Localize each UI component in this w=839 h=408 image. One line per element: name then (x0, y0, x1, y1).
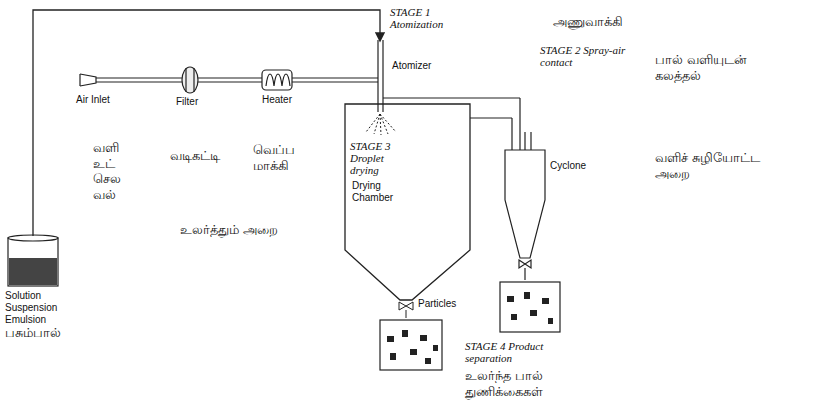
part-name: Heater (262, 94, 292, 106)
cyclone (505, 132, 545, 280)
tamil-label: அணுவாக்கி (553, 14, 623, 30)
part-name: Solution Suspension Emulsion (5, 290, 67, 326)
stage-label: STAGE 3 Droplet drying (350, 140, 410, 176)
part-name: Particles (418, 298, 456, 310)
part-name: Atomizer (392, 60, 431, 72)
heater-symbol (262, 70, 292, 90)
part-name: Cyclone (550, 160, 586, 172)
tamil-label: வளிச் சுழியோட்ட அறை (655, 150, 765, 181)
duct (383, 98, 520, 150)
stage-label: STAGE 1 Atomization (390, 6, 462, 30)
stage-label: STAGE 2 Spray-air contact (540, 44, 630, 68)
tamil-label: பால் வளியுடன் கலத்தல் (655, 52, 765, 83)
air-line (80, 67, 378, 93)
tamil-label: பசும்பால் (5, 325, 61, 341)
chamber-valve (399, 302, 413, 310)
tamil-label: உலர்ந்த பால் துணிக்கைகள் (465, 368, 575, 399)
tamil-label: வளி உட் செல வல் (93, 140, 129, 202)
feed-tank (8, 235, 58, 286)
drying-chamber (345, 104, 470, 300)
tamil-label: வெப்ப மாக்கி (253, 142, 313, 173)
atomizer-symbol (366, 40, 396, 135)
part-name: Filter (176, 96, 198, 108)
filter-symbol (182, 67, 198, 93)
stage-label: STAGE 4 Product separation (465, 340, 565, 364)
valve-stem (406, 310, 407, 318)
tamil-label: வடிகட்டி (170, 148, 220, 164)
tamil-label: உலர்த்தும் அறை (180, 222, 280, 238)
feed-line (33, 10, 380, 236)
part-name: Drying Chamber (352, 180, 412, 204)
part-name: Air Inlet (76, 94, 110, 106)
